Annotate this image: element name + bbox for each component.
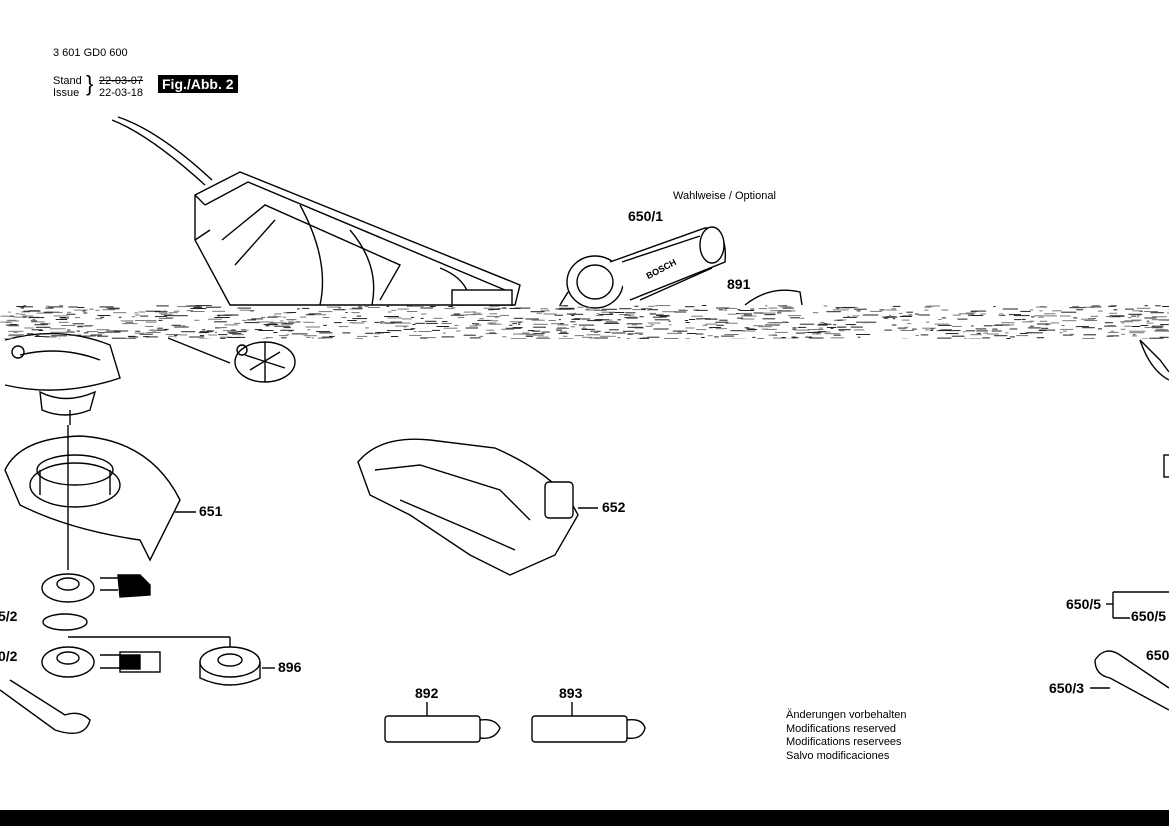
- figure-label: Fig./Abb. 2: [158, 75, 238, 93]
- callout-893: 893: [559, 685, 583, 701]
- callout-5-2: 5/2: [0, 608, 18, 624]
- tube-892: [384, 702, 501, 743]
- modification-notice: Änderungen vorbehalten Modifications res…: [786, 709, 906, 763]
- noise-pattern: [0, 305, 1169, 339]
- brace-glyph: }: [86, 71, 94, 96]
- fan-part: [167, 337, 296, 383]
- notice-line: Modifications reserved: [786, 722, 897, 735]
- callout-896: 896: [278, 659, 302, 675]
- callout-650-partial: 650: [1146, 647, 1169, 663]
- notice-line: Änderungen vorbehalten: [786, 709, 907, 721]
- issue-date: 22-03-18: [99, 87, 144, 99]
- callout-650-5-sub: 650/5: [1131, 608, 1167, 624]
- stand-date: 22-03-07: [99, 75, 144, 87]
- notice-line: Salvo modificaciones: [786, 749, 890, 762]
- clamping-nut-896: [199, 646, 275, 686]
- side-handle: [559, 226, 727, 309]
- callout-650-3: 650/3: [1049, 680, 1085, 696]
- issue-label: Issue: [53, 87, 80, 99]
- callout-651: 651: [199, 503, 223, 519]
- angle-grinder-body: [194, 171, 521, 306]
- stand-label: Stand: [53, 75, 82, 87]
- callout-652: 652: [602, 499, 626, 515]
- notice-line: Modifications reservees: [786, 736, 902, 748]
- grinder-head: [4, 332, 121, 425]
- flange-upper: [41, 573, 151, 631]
- part-number: 3 601 GD0 600: [53, 47, 128, 59]
- callout-650-1: 650/1: [628, 208, 664, 224]
- optional-note: Wahlweise / Optional: [673, 190, 776, 202]
- callout-891: 891: [727, 276, 751, 292]
- scan-artifact-band: [0, 305, 1169, 339]
- callout-892: 892: [415, 685, 439, 701]
- guard-651: [4, 425, 196, 570]
- callout-650-5: 650/5: [1066, 596, 1102, 612]
- power-cable: [111, 119, 206, 186]
- right-side-parts: [1090, 339, 1169, 711]
- guard-652: [357, 438, 598, 576]
- two-pin-spanner: [0, 679, 91, 734]
- tube-893: [531, 702, 646, 743]
- part-891-shape: [744, 289, 803, 306]
- flange-lower: [41, 636, 231, 678]
- footer-bar: [0, 810, 1169, 826]
- callout-0-2: 0/2: [0, 648, 18, 664]
